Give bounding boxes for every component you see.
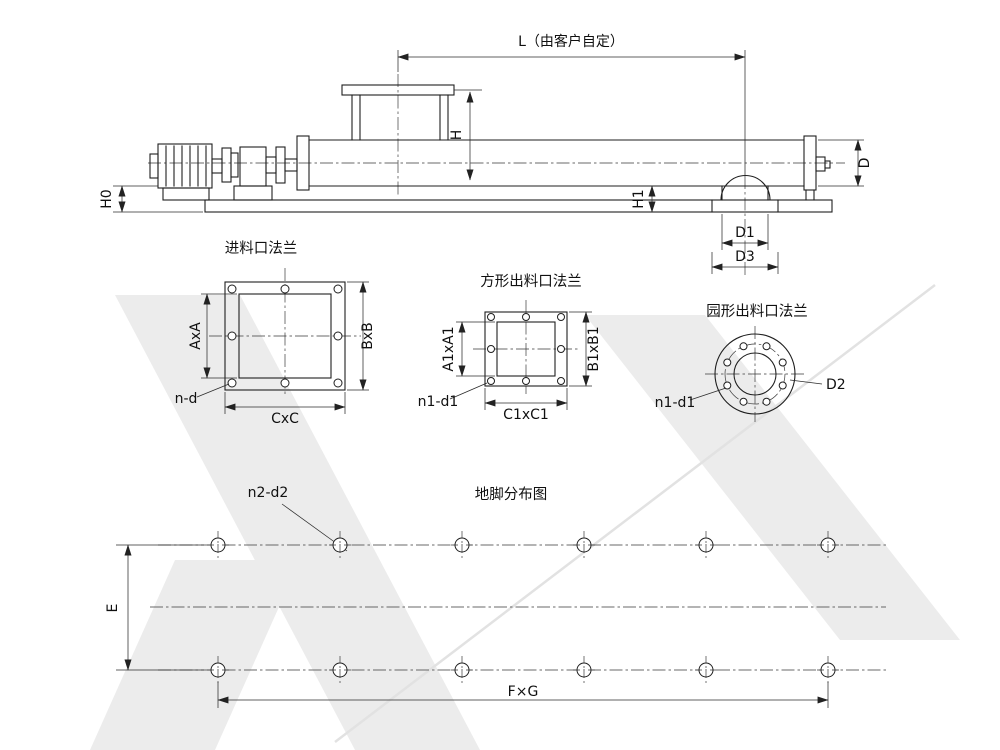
conveyor-tube [296,135,831,201]
dim-label-D: D [857,158,873,169]
side-view-dimensions: L（由客户自定） H H0 H1 D D1 D3 [99,33,873,274]
inlet-flange-inner [238,293,332,379]
dim-label-AxA: AxA [188,322,204,350]
inlet-flange-bolt-holes [227,284,343,388]
square-outlet-inner [496,321,556,377]
square-outlet-flange-title: 方形出料口法兰 [480,273,582,290]
round-outlet-flange-view: 园形出料口法兰 D2 n1-d1 [655,303,846,422]
dim-label-BxB: BxB [360,322,376,350]
inlet-flange-view: 进料口法兰 AxA BxB CxC n-d [175,240,376,427]
coupling-drive [211,146,298,201]
dim-label-H0: H0 [99,189,115,208]
label-n1-d1-square: n1-d1 [418,394,459,410]
label-n-d: n-d [175,391,198,407]
round-flange-outer [714,333,796,415]
dim-label-H: H [449,130,465,141]
square-outlet-outer [484,311,568,387]
foundation-holes-top-row [207,531,839,559]
foundation-plan-title: 地脚分布图 [475,486,548,503]
dim-label-A1xA1: A1xA1 [441,326,457,371]
dim-label-E: E [105,604,121,613]
square-outlet-flange-view: 方形出料口法兰 A1xA1 B1xB1 C1xC1 n1-d1 [418,273,602,423]
watermark [90,284,960,750]
dim-label-CxC: CxC [271,411,299,427]
inlet-flange-outer [224,281,346,391]
motor [149,143,213,201]
dim-label-D3: D3 [735,249,755,265]
discharge-outlet [711,175,779,213]
round-outlet-flange-title: 园形出料口法兰 [706,303,808,320]
label-n1-d1-round: n1-d1 [655,395,696,411]
dim-label-H1: H1 [631,189,647,208]
inlet-hopper [341,84,455,141]
dim-label-FxG: F×G [508,684,539,700]
dim-label-D1: D1 [735,225,755,241]
round-flange-bolt-holes [723,342,787,406]
dim-label-D2: D2 [826,377,846,393]
dim-label-C1xC1: C1xC1 [503,407,549,423]
round-flange-bolt-circle [724,343,786,405]
side-view: L（由客户自定） H H0 H1 D D1 D3 [99,33,873,278]
label-n2-d2: n2-d2 [248,485,289,501]
dim-label-L: L（由客户自定） [518,33,624,50]
square-outlet-bolt-holes [487,313,565,385]
center-lines [148,74,845,278]
foundation-plan: 地脚分布图 n2-d2 [105,485,886,708]
base-frame [204,199,833,213]
dim-label-B1xB1: B1xB1 [586,326,602,371]
inlet-flange-title: 进料口法兰 [225,240,298,257]
foundation-holes-bottom-row [207,656,839,684]
round-flange-bore [733,352,777,396]
